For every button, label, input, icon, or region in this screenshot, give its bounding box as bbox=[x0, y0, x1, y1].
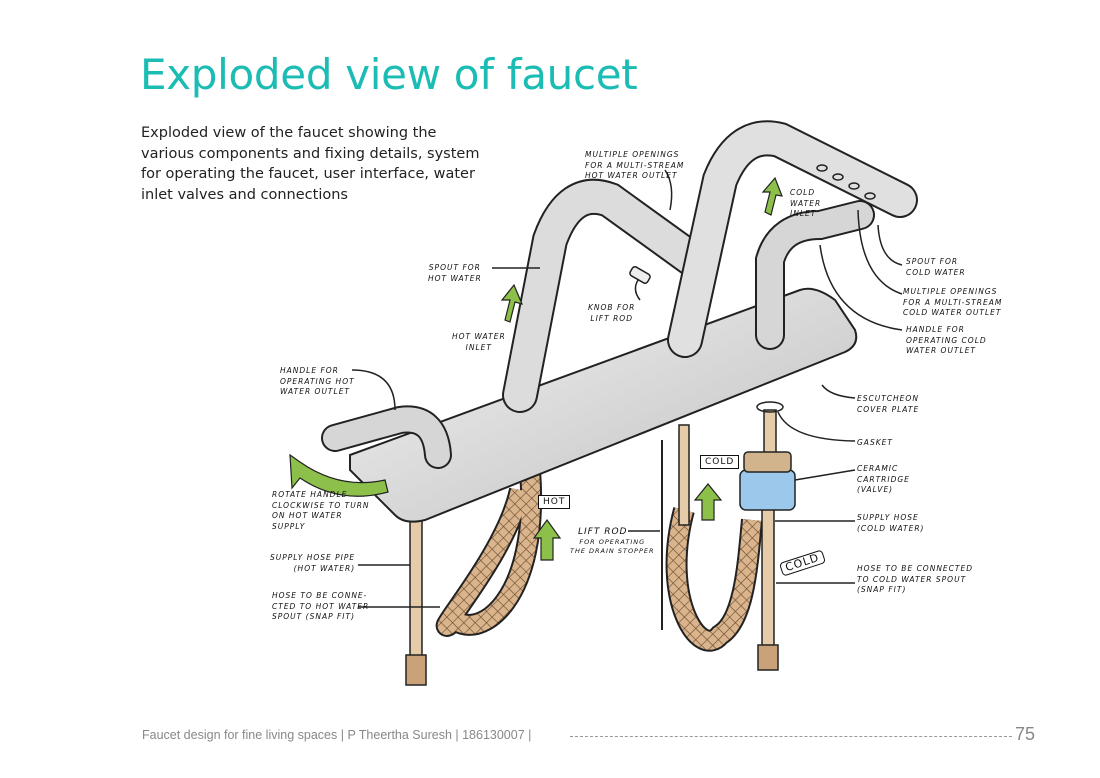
escutcheon-plate bbox=[349, 287, 858, 523]
label-rotate-handle: Rotate handle clockwise to turn on hot w… bbox=[272, 490, 370, 531]
footer-divider bbox=[570, 736, 1012, 737]
label-multi-hot: Multiple openings for a multi-stream hot… bbox=[585, 150, 685, 180]
label-lift-rod: Lift rod bbox=[578, 527, 628, 537]
label-multi-cold: Multiple openings for a multi-stream col… bbox=[903, 287, 1003, 317]
footer-text: Faucet design for fine living spaces | P… bbox=[142, 728, 532, 742]
label-gasket: Gasket bbox=[857, 438, 893, 447]
page-number: 75 bbox=[1015, 724, 1036, 744]
label-cold-inlet: Cold water inlet bbox=[790, 188, 822, 218]
gasket bbox=[756, 401, 784, 413]
label-lift-rod-sub: for operating the drain stopper bbox=[570, 538, 655, 555]
leader-lines bbox=[351, 169, 903, 608]
label-hose-hot: Hose to be conne- cted to hot water spou… bbox=[272, 591, 370, 621]
cold-supply-pipe bbox=[761, 499, 775, 651]
label-handle-hot: Handle for operating hot water outlet bbox=[280, 366, 355, 396]
label-spout-hot: Spout for hot water bbox=[428, 263, 482, 283]
intro-paragraph: Exploded view of the faucet showing the … bbox=[141, 125, 480, 203]
ceramic-cartridge bbox=[739, 469, 796, 511]
label-escutcheon: Escutcheon cover plate bbox=[857, 394, 920, 414]
hot-supply-pipe bbox=[409, 509, 423, 661]
label-cartridge: Ceramic cartridge (valve) bbox=[857, 464, 910, 494]
label-spout-cold: Spout for cold water bbox=[906, 257, 966, 277]
label-hose-cold: Hose to be connected to cold water spout… bbox=[857, 564, 973, 594]
label-knob: Knob for lift rod bbox=[588, 303, 636, 323]
label-hot-inlet: Hot water inlet bbox=[452, 332, 506, 352]
hot-tag: HOT bbox=[538, 495, 571, 509]
label-supply-hot: Supply hose pipe (hot water) bbox=[270, 553, 356, 573]
lift-rod-knob bbox=[629, 266, 651, 284]
label-handle-cold: Handle for operating cold water outlet bbox=[906, 325, 987, 355]
flow-arrows bbox=[289, 176, 783, 561]
page-title: Exploded view of faucet bbox=[140, 50, 638, 99]
cold-tag: COLD bbox=[700, 455, 740, 469]
label-supply-cold: Supply hose (cold water) bbox=[857, 513, 925, 533]
